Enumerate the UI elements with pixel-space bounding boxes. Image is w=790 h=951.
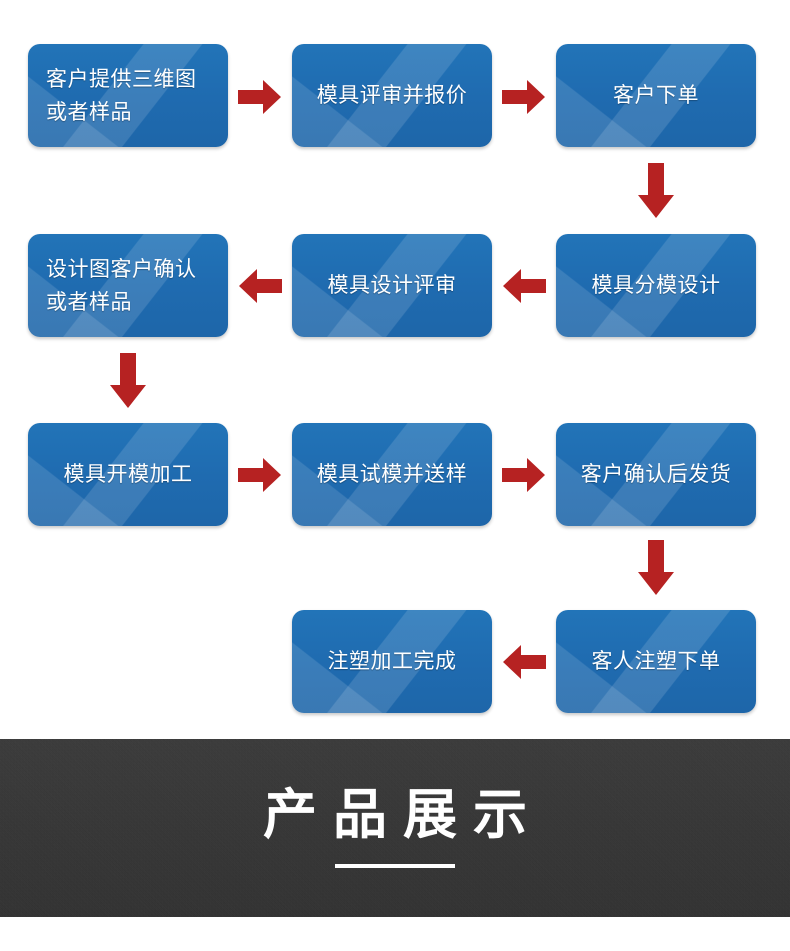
- page-bottom-margin: [0, 917, 790, 951]
- flow-box-label: 客户确认后发货: [580, 463, 732, 486]
- arrow-down-icon-step9-step10: [636, 540, 676, 596]
- arrow-left-icon-step4-step5: [502, 267, 546, 305]
- flow-box-step-6[interactable]: 设计图客户确认 或者样品: [28, 234, 228, 337]
- flow-box-label: 客人注塑下单: [591, 650, 721, 673]
- flow-box-step-5[interactable]: 模具设计评审: [292, 234, 492, 337]
- flow-box-label: 设计图客户确认 或者样品: [46, 257, 197, 314]
- flowchart: 客户提供三维图 或者样品 模具评审并报价 客户下单 设计图客户确认 或者样: [28, 44, 756, 713]
- flow-box-step-9[interactable]: 客户确认后发货: [556, 423, 756, 526]
- flow-box-step-1[interactable]: 客户提供三维图 或者样品: [28, 44, 228, 147]
- flow-box-label: 模具分模设计: [591, 274, 721, 297]
- flow-box-label: 客户下单: [613, 84, 699, 107]
- flow-box-label: 模具开模加工: [63, 463, 193, 486]
- arrow-left-icon-step5-step6: [238, 267, 282, 305]
- arrow-right-icon-step8-step9: [502, 456, 546, 494]
- flow-box-label: 模具评审并报价: [316, 84, 468, 107]
- arrow-right-icon-step7-step8: [238, 456, 282, 494]
- arrow-down-icon-step3-step4: [636, 163, 676, 219]
- flow-box-label: 模具试模并送样: [316, 463, 468, 486]
- flow-box-step-7[interactable]: 模具开模加工: [28, 423, 228, 526]
- banner-underline-rule: [335, 864, 455, 868]
- flow-box-step-4[interactable]: 模具分模设计: [556, 234, 756, 337]
- banner-title: 产品展示: [263, 785, 543, 845]
- product-showcase-banner: 产品展示: [0, 739, 790, 917]
- arrow-right-icon-step2-step3: [502, 78, 546, 116]
- flow-box-label: 注塑加工完成: [327, 650, 457, 673]
- flow-box-step-2[interactable]: 模具评审并报价: [292, 44, 492, 147]
- arrow-right-icon-step1-step2: [238, 78, 282, 116]
- flow-box-step-10[interactable]: 客人注塑下单: [556, 610, 756, 713]
- arrow-left-icon-step10-step11: [502, 643, 546, 681]
- arrow-down-icon-step6-step7: [108, 353, 148, 409]
- flow-box-step-3[interactable]: 客户下单: [556, 44, 756, 147]
- flow-box-step-11[interactable]: 注塑加工完成: [292, 610, 492, 713]
- flow-box-step-8[interactable]: 模具试模并送样: [292, 423, 492, 526]
- flow-box-label: 客户提供三维图 或者样品: [46, 67, 197, 124]
- flow-box-label: 模具设计评审: [327, 274, 457, 297]
